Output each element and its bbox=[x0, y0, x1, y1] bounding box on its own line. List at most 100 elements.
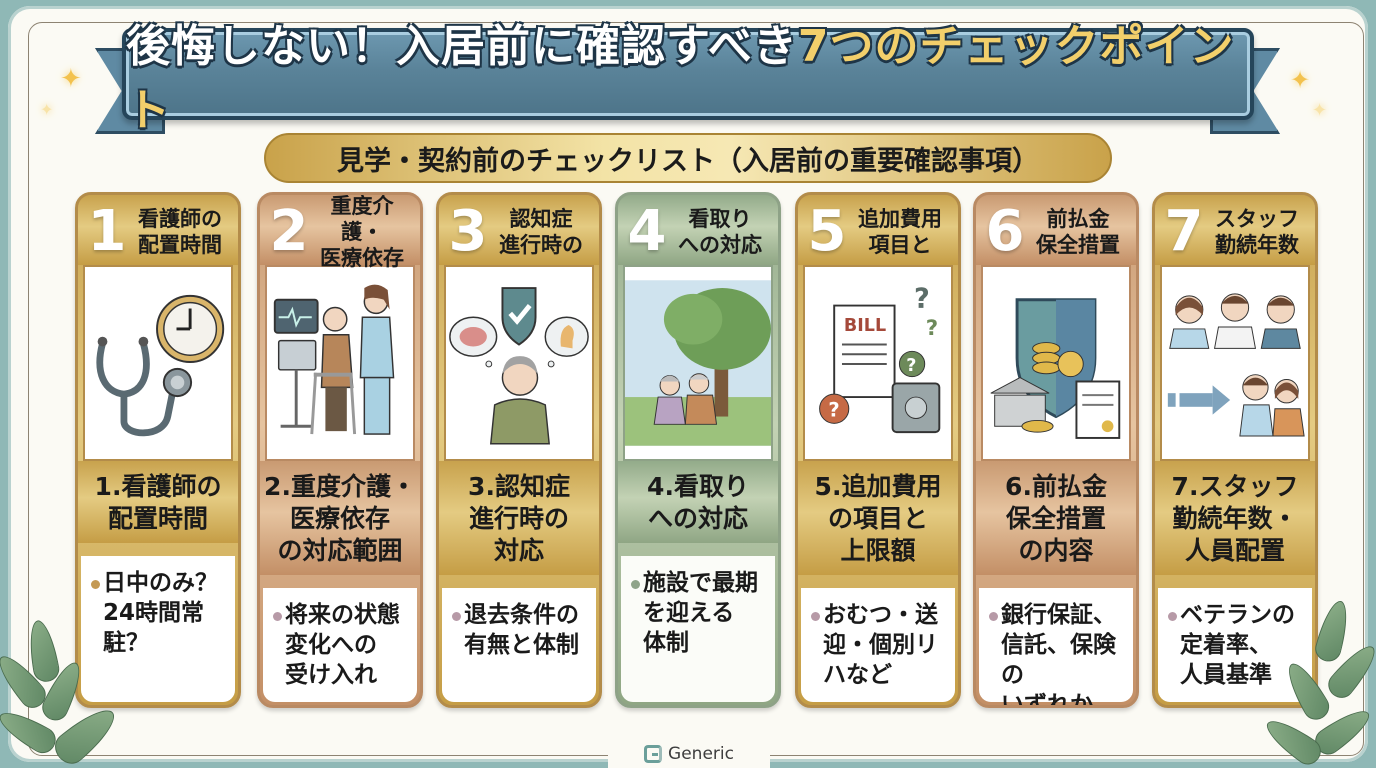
checkpoint-card-5: 5 追加費用 項目と BILL ? ? ? ? 5.追加費用 の項目と 上限額 bbox=[795, 192, 961, 708]
stethoscope-clock-illustration bbox=[83, 265, 233, 461]
bullet-item: 日中のみ？ 24時間常 駐？ bbox=[91, 568, 229, 658]
footer-logo: Generic bbox=[608, 740, 770, 768]
bullet-item: 退去条件の 有無と体制 bbox=[452, 600, 590, 660]
staff-team-illustration bbox=[1160, 265, 1310, 461]
card-header-title: 看取り への対応 bbox=[678, 207, 762, 257]
bullet-dot-icon bbox=[811, 612, 820, 621]
bullet-dot-icon bbox=[91, 580, 100, 589]
card-bullet-box: 日中のみ？ 24時間常 駐？ bbox=[81, 556, 235, 702]
card-bullet-box: 施設で最期 を迎える 体制 bbox=[621, 556, 775, 702]
card-header-title: 重度介護・ 医療依存 bbox=[320, 194, 404, 270]
bill-safe-illustration: BILL ? ? ? ? bbox=[803, 265, 953, 461]
card-subtitle: 5.追加費用 の項目と 上限額 bbox=[798, 461, 958, 575]
subtitle-text: 見学・契約前のチェックリスト（入居前の重要確認事項） bbox=[337, 145, 1039, 177]
leaf-branch-left bbox=[0, 600, 124, 768]
bullet-dot-icon bbox=[452, 612, 461, 621]
bullet-dot-icon bbox=[1168, 612, 1177, 621]
nurse-elderly-walker-icon bbox=[273, 284, 395, 435]
shield-coins-bank-icon bbox=[990, 298, 1121, 439]
card-header-title: スタッフ 勤続年数 bbox=[1215, 207, 1299, 257]
card-subtitle: 1.看護師の 配置時間 bbox=[78, 461, 238, 543]
checkpoint-card-4: 4 看取り への対応 4.看取り への対応 施設で最期 を迎える bbox=[615, 192, 781, 708]
bullet-text: 日中のみ？ 24時間常 駐？ bbox=[103, 570, 218, 656]
svg-text:BILL: BILL bbox=[844, 316, 886, 336]
logo-text: Generic bbox=[668, 744, 734, 764]
card-number: 2 bbox=[269, 199, 309, 264]
checkpoint-card-3: 3 認知症 進行時の 3.認知症 進行時の 対応 退去条件の 有無 bbox=[436, 192, 602, 708]
svg-text:?: ? bbox=[926, 316, 938, 341]
tree-couple-icon bbox=[625, 280, 771, 446]
bullet-text: 将来の状態 変化への 受け入れ bbox=[285, 602, 400, 688]
card-number: 4 bbox=[627, 199, 667, 264]
sparkle-icon: ✦ bbox=[60, 64, 82, 94]
card-header-title: 前払金 保全措置 bbox=[1036, 207, 1120, 257]
card-number: 6 bbox=[985, 199, 1025, 264]
checkpoint-cards: 1 看護師の 配置時間 1.看護師の 配置時間 日中のみ？ 24時間常 駐？ bbox=[75, 192, 1318, 710]
card-bullet-box: 退去条件の 有無と体制 bbox=[442, 588, 596, 702]
bullet-item: ベテランの 定着率、 人員基準 bbox=[1168, 600, 1306, 690]
logo-icon bbox=[644, 745, 663, 763]
card-header-title: 追加費用 項目と bbox=[858, 207, 942, 257]
card-header: 1 看護師の 配置時間 bbox=[78, 195, 238, 265]
card-subtitle: 7.スタッフ 勤続年数・ 人員配置 bbox=[1155, 461, 1315, 575]
bullet-item: 将来の状態 変化への 受け入れ bbox=[273, 600, 411, 690]
card-subtitle: 2.重度介護・ 医療依存 の対応範囲 bbox=[260, 461, 420, 575]
bullet-text: ベテランの 定着率、 人員基準 bbox=[1180, 602, 1295, 688]
card-number: 1 bbox=[87, 199, 127, 264]
card-bullet-box: おむつ・送 迎・個別リ ハなど bbox=[801, 588, 955, 702]
card-number: 3 bbox=[448, 199, 488, 264]
thinking-elderly-illustration bbox=[444, 265, 594, 461]
card-header: 3 認知症 進行時の bbox=[439, 195, 599, 265]
card-subtitle: 3.認知症 進行時の 対応 bbox=[439, 461, 599, 575]
title-main: 後悔しない！入居前に確認すべき bbox=[126, 21, 798, 72]
bullet-text: 退去条件の 有無と体制 bbox=[464, 602, 579, 658]
stethoscope-icon bbox=[96, 294, 225, 437]
card-number: 5 bbox=[807, 199, 847, 264]
checkpoint-card-6: 6 前払金 保全措置 6.前払金 保全措置 の内容 bbox=[973, 192, 1139, 708]
bullet-dot-icon bbox=[989, 612, 998, 621]
bullet-item: 銀行保証、 信託、保険の いずれか bbox=[989, 600, 1127, 708]
sparkle-icon: ✦ bbox=[1312, 100, 1328, 121]
couple-under-tree-illustration bbox=[623, 265, 773, 461]
card-number: 7 bbox=[1164, 199, 1204, 264]
card-subtitle: 6.前払金 保全措置 の内容 bbox=[976, 461, 1136, 575]
svg-text:?: ? bbox=[914, 284, 930, 315]
bullet-text: 施設で最期 を迎える 体制 bbox=[643, 570, 758, 656]
leaf-branch-right bbox=[1260, 590, 1376, 768]
leaf-icon bbox=[1312, 597, 1354, 665]
svg-text:?: ? bbox=[828, 399, 839, 422]
card-bullet-box: 銀行保証、 信託、保険の いずれか bbox=[979, 588, 1133, 705]
title-accent: 7つのチェックポイント bbox=[126, 21, 1235, 136]
shield-coins-bank-illustration bbox=[981, 265, 1131, 461]
bullet-item: おむつ・送 迎・個別リ ハなど bbox=[811, 600, 949, 690]
card-header: 2 重度介護・ 医療依存 bbox=[260, 195, 420, 270]
sparkle-icon: ✦ bbox=[1290, 66, 1311, 94]
card-header: 6 前払金 保全措置 bbox=[976, 195, 1136, 265]
nurse-walker-illustration bbox=[265, 265, 415, 461]
leaf-icon bbox=[1280, 657, 1334, 725]
card-header-title: 看護師の 配置時間 bbox=[138, 207, 222, 257]
checkpoint-card-7: 7 スタッフ 勤続年数 bbox=[1152, 192, 1318, 708]
card-header-title: 認知症 進行時の bbox=[499, 207, 583, 257]
bullet-dot-icon bbox=[631, 580, 640, 589]
svg-text:?: ? bbox=[906, 356, 916, 376]
card-bullet-box: 将来の状態 変化への 受け入れ bbox=[263, 588, 417, 702]
bullet-item: 施設で最期 を迎える 体制 bbox=[631, 568, 769, 658]
bullet-dot-icon bbox=[273, 612, 282, 621]
bill-question-safe-icon: BILL ? ? ? ? bbox=[819, 284, 941, 434]
card-bullet-box: ベテランの 定着率、 人員基準 bbox=[1158, 588, 1312, 702]
card-header: 5 追加費用 項目と bbox=[798, 195, 958, 265]
checkpoint-card-2: 2 重度介護・ 医療依存 2.重度介護・ 医療依存 bbox=[257, 192, 423, 708]
title-banner: 後悔しない！入居前に確認すべき7つのチェックポイント bbox=[122, 21, 1254, 136]
bullet-text: 銀行保証、 信託、保険の いずれか bbox=[1001, 602, 1116, 708]
brain-shield-thought-icon bbox=[449, 287, 589, 445]
leaf-icon bbox=[1260, 712, 1326, 768]
page-title: 後悔しない！入居前に確認すべき7つのチェックポイント bbox=[126, 10, 1250, 138]
subtitle-pill: 見学・契約前のチェックリスト（入居前の重要確認事項） bbox=[264, 133, 1112, 183]
checkpoint-card-1: 1 看護師の 配置時間 1.看護師の 配置時間 日中のみ？ 24時間常 駐？ bbox=[75, 192, 241, 708]
sparkle-icon: ✦ bbox=[40, 100, 54, 119]
card-subtitle: 4.看取り への対応 bbox=[618, 461, 778, 543]
card-header: 4 看取り への対応 bbox=[618, 195, 778, 265]
staff-team-arrow-icon bbox=[1167, 293, 1305, 437]
card-header: 7 スタッフ 勤続年数 bbox=[1155, 195, 1315, 265]
